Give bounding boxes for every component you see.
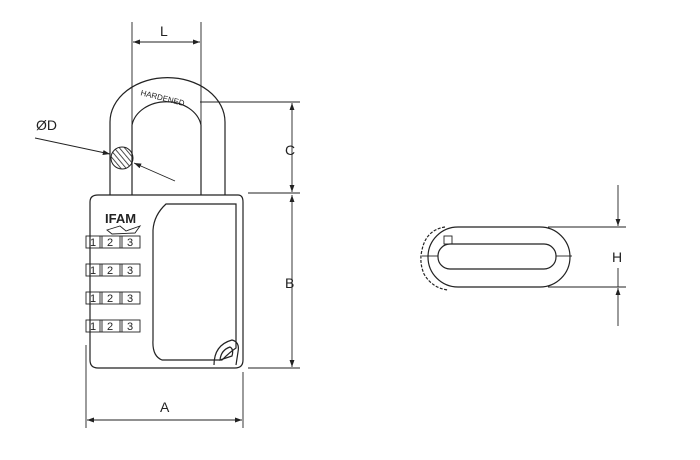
label-A: A (160, 399, 170, 415)
dimension-L: L (131, 22, 202, 125)
brand-logo-mark (106, 225, 142, 235)
label-D: ØD (36, 117, 57, 133)
label-H: H (612, 249, 622, 265)
dial-digit: 2 (107, 321, 113, 333)
dial-digit: 1 (90, 321, 96, 333)
dial-digit: 3 (127, 321, 133, 333)
combination-dials: 1 2 3 1 2 3 1 2 3 1 2 3 (85, 235, 141, 333)
dial-1[interactable]: 1 2 3 (85, 235, 141, 249)
hardened-label: HARDENED (140, 88, 186, 108)
dial-digit: 2 (107, 265, 113, 277)
lock-body: IFAM (89, 194, 244, 369)
dial-digit: 2 (107, 237, 113, 249)
shackle-cross-section (110, 146, 134, 170)
dimension-A: A (85, 345, 244, 428)
brand-logo: IFAM (105, 211, 136, 226)
dimension-D: ØD (34, 117, 176, 182)
dial-digit: 3 (127, 237, 133, 249)
label-B: B (285, 275, 294, 291)
dimension-C: C (200, 101, 300, 192)
dial-digit: 3 (127, 293, 133, 305)
dial-digit: 1 (90, 237, 96, 249)
dial-digit: 1 (90, 265, 96, 277)
dimension-H: H (548, 185, 626, 326)
dial-digit: 1 (90, 293, 96, 305)
label-L: L (160, 23, 168, 39)
dial-digit: 2 (107, 293, 113, 305)
label-C: C (285, 142, 295, 158)
dial-2[interactable]: 1 2 3 (85, 263, 141, 277)
top-view (420, 226, 572, 291)
dial-4[interactable]: 1 2 3 (85, 319, 141, 333)
dial-digit: 3 (127, 265, 133, 277)
dial-3[interactable]: 1 2 3 (85, 291, 141, 305)
dimension-B: B (248, 192, 300, 369)
